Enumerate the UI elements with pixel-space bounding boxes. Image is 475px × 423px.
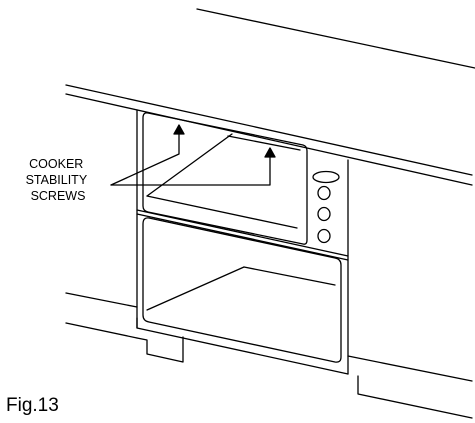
- plinth: [65, 292, 473, 419]
- control-display-icon: [312, 170, 340, 184]
- arrow-head-left-icon: [173, 124, 185, 135]
- callout-line-3: SCREWS: [31, 189, 86, 203]
- arrow-head-right-icon: [264, 147, 276, 158]
- stability-screw-arrows: [110, 124, 276, 186]
- figure-label: Fig.13: [6, 395, 59, 416]
- cooker-body: [136, 109, 349, 375]
- control-panel: [312, 170, 340, 244]
- control-knob-3-icon: [317, 228, 331, 244]
- control-knob-2-icon: [317, 206, 331, 222]
- callout-label: COOKER STABILITY SCREWS: [26, 157, 91, 203]
- callout-line-1: COOKER: [29, 157, 83, 171]
- control-knob-1-icon: [317, 185, 331, 201]
- upper-oven-compartment: [142, 112, 308, 245]
- worktop: [65, 8, 475, 186]
- lower-oven-compartment: [142, 217, 342, 363]
- callout-line-2: STABILITY: [26, 173, 88, 187]
